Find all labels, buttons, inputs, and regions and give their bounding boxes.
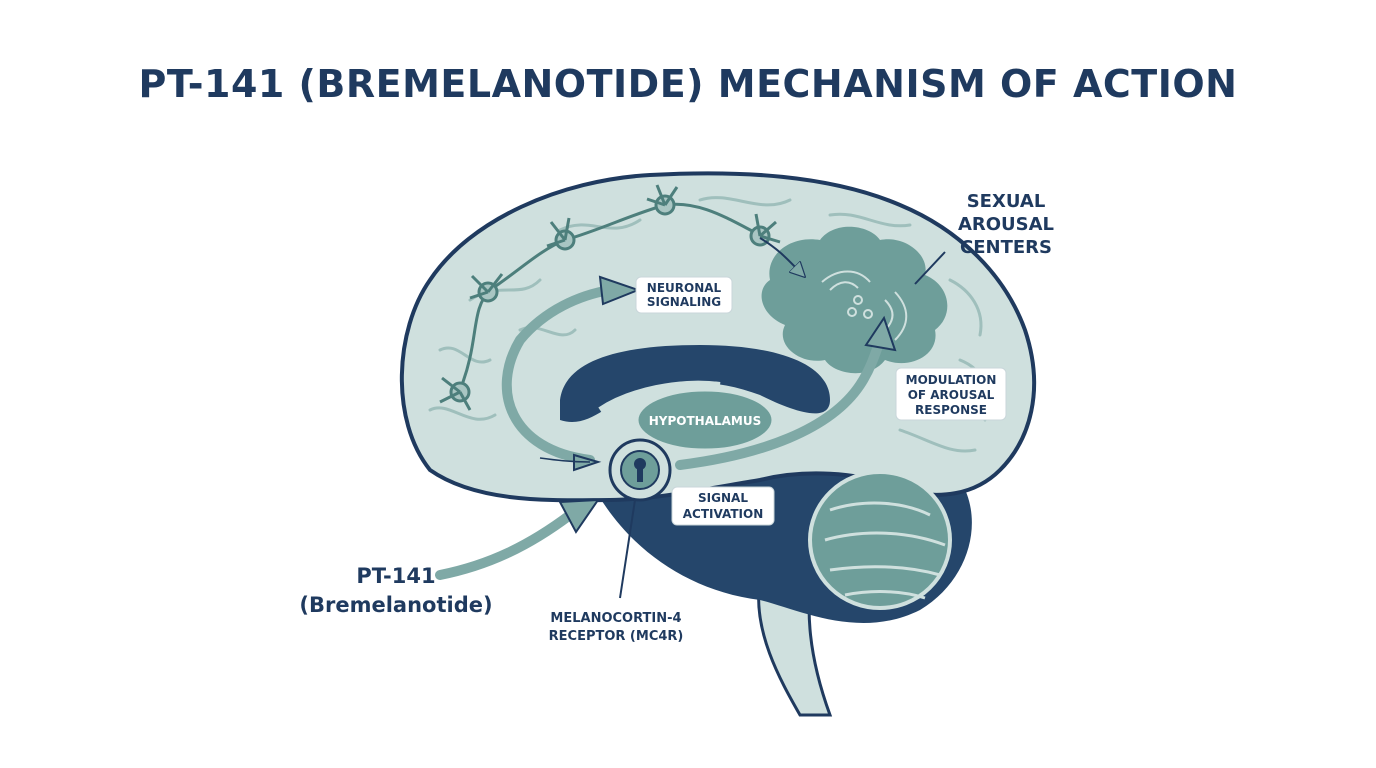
corpus-callosum (560, 345, 830, 423)
neuronal-signaling-line1: NEURONAL (647, 281, 722, 295)
arrow-heads (558, 275, 897, 534)
cerebrum (399, 171, 1037, 503)
sexual-arousal-line2: AROUSAL (958, 214, 1054, 235)
hypothalamus-region (635, 388, 775, 452)
signal-waves (821, 270, 908, 341)
pt141-line2: (Bremelanotide) (299, 593, 492, 617)
modulation-line2: OF AROUSAL (908, 388, 995, 402)
mc4r-receptor (608, 438, 672, 502)
neuron-chain (439, 184, 781, 411)
neuronal-signaling-pill (635, 276, 733, 314)
leader-lines (619, 251, 946, 599)
signal-activation-line1: SIGNAL (698, 491, 748, 505)
modulation-line1: MODULATION (906, 373, 997, 387)
neuron-to-arousal-arrow (759, 237, 800, 272)
hypothalamus-label: HYPOTHALAMUS (649, 414, 762, 428)
flow-arrows (435, 285, 885, 580)
sexual-arousal-line3: CENTERS (960, 237, 1052, 258)
signal-activation-pill (671, 486, 775, 526)
modulation-pill (895, 367, 1007, 421)
modulation-line3: RESPONSE (915, 403, 987, 417)
cerebellum (808, 470, 952, 610)
neuronal-signaling-line2: SIGNALING (647, 295, 721, 309)
mc4r-line2: RECEPTOR (MC4R) (549, 629, 684, 644)
signal-activation-line2: ACTIVATION (683, 507, 763, 521)
page-title: PT-141 (BREMELANOTIDE) MECHANISM OF ACTI… (138, 62, 1238, 106)
sexual-arousal-line1: SEXUAL (967, 191, 1046, 212)
mc4r-line1: MELANOCORTIN-4 (550, 611, 681, 626)
ventricle-arc (598, 380, 721, 413)
pt141-line1: PT-141 (356, 564, 435, 588)
arrow-outline (539, 457, 591, 463)
